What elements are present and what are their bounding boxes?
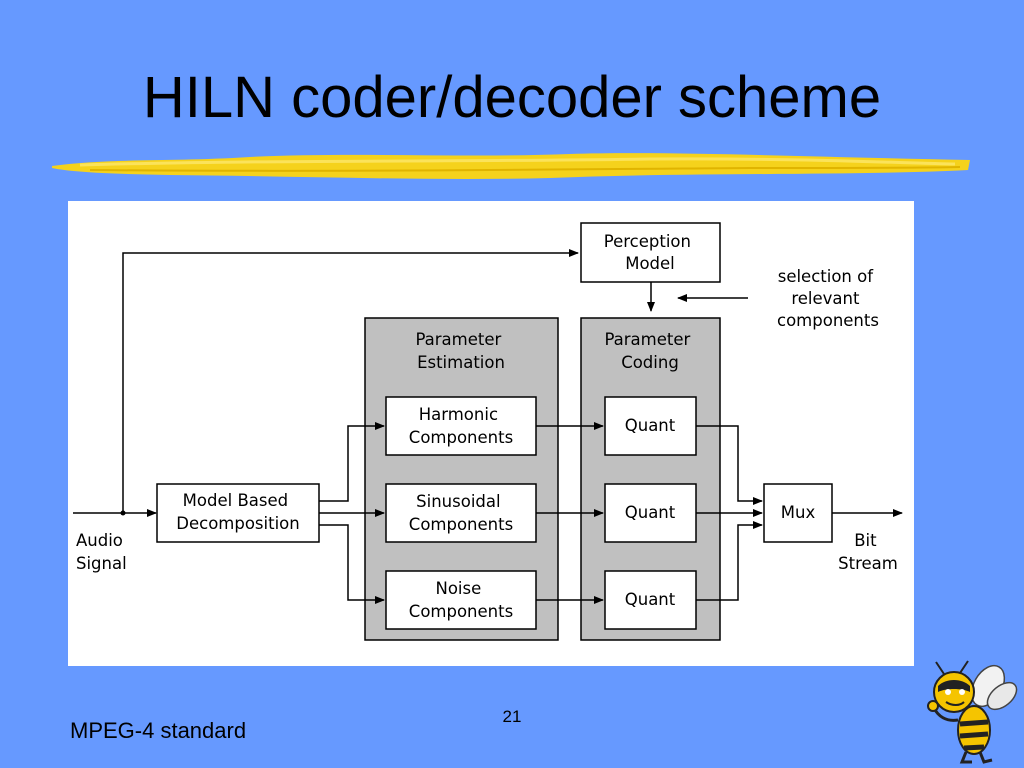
model-based-decomposition-label: Model Based Decomposition: [176, 491, 299, 533]
noise-components-label: Noise Components: [409, 579, 513, 621]
perception-model-label: Perception Model: [604, 232, 697, 273]
audio-signal-label: Audio Signal: [76, 531, 128, 573]
junction-dot: [120, 510, 126, 516]
parameter-estimation-label: Parameter Estimation: [415, 330, 506, 372]
harmonic-components-label: Harmonic Components: [409, 405, 513, 447]
hiln-diagram: Perception Model selection of relevant c…: [73, 222, 903, 641]
sinusoidal-components-box: [385, 483, 537, 543]
quant-box-2: [604, 483, 697, 543]
slide-title: HILN coder/decoder scheme: [142, 65, 882, 130]
footer-text: MPEG-4 standard: [70, 718, 247, 743]
connector-lines: [73, 249, 903, 604]
quant-label-3: Quant: [625, 590, 676, 609]
page-number: 21: [502, 707, 522, 726]
bit-stream-label: Bit Stream: [838, 531, 898, 573]
parameter-coding-label: Parameter Coding: [604, 330, 695, 372]
yellow-jacket-bee-icon: [927, 660, 1018, 764]
quant-box-1: [604, 396, 697, 456]
harmonic-components-box: [385, 396, 537, 456]
selection-note-label: selection of relevant components: [777, 267, 879, 330]
noise-components-box: [385, 570, 537, 630]
title-underline: [52, 153, 970, 179]
sinusoidal-components-label: Sinusoidal Components: [409, 492, 513, 534]
quant-label-2: Quant: [625, 503, 676, 522]
mux-box: [763, 483, 833, 543]
perception-model-box: [580, 222, 721, 283]
quant-box-3: [604, 570, 697, 630]
mux-label: Mux: [781, 503, 816, 522]
model-based-decomposition-box: [156, 483, 320, 543]
quant-label-1: Quant: [625, 416, 676, 435]
diagram-panel: Perception Model selection of relevant c…: [68, 201, 914, 666]
